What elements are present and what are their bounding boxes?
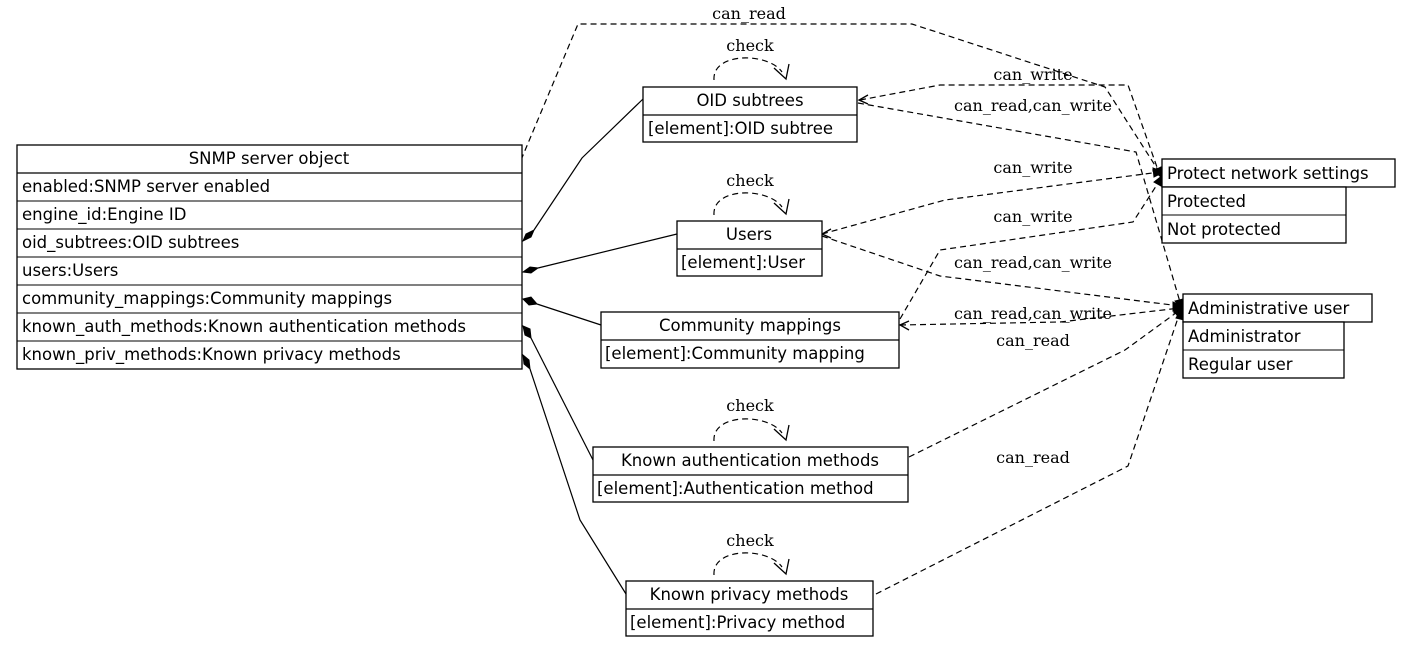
node-field: [element]:Community mapping [605,344,865,363]
edge-label-users-can-write: can_write [993,158,1072,177]
node-known-authentication-methods[interactable]: Known authentication methods [element]:A… [592,446,909,503]
node-community-mappings[interactable]: Community mappings [element]:Community m… [600,311,900,369]
edge-label-auth-check: check [726,396,774,415]
node-field: Not protected [1167,220,1281,239]
node-title: Known authentication methods [621,451,879,470]
node-field: oid_subtrees:OID subtrees [22,233,239,253]
self-loop-auth-check [713,418,790,442]
node-field: Regular user [1188,355,1293,374]
node-field: Protected [1167,192,1246,211]
edge-label-community-can-read-write: can_read,can_write [954,304,1112,323]
node-title: Users [726,225,772,244]
edge-label-community-can-write: can_write [993,207,1072,226]
self-loop-oid-check [713,57,790,81]
edge-labels: can_read check can_write can_read,can_wr… [712,4,1112,550]
self-loop-users-check [713,192,790,216]
self-loop-priv-check [713,552,790,576]
edge-label-oid-check: check [726,36,774,55]
node-oid-subtrees[interactable]: OID subtrees [element]:OID subtree [642,86,858,143]
users-can-read-write-edge [821,235,1186,312]
node-field: community_mappings:Community mappings [22,289,392,309]
composition-edge-auth-methods [522,325,594,461]
node-field: known_priv_methods:Known privacy methods [22,345,401,365]
node-title: Known privacy methods [650,585,849,604]
edge-label-users-can-read-write: can_read,can_write [954,253,1112,272]
edge-label-priv-can-read: can_read [996,448,1070,467]
edge-label-oid-can-write: can_write [993,65,1072,84]
node-field: engine_id:Engine ID [22,205,187,225]
users-can-write-edge [820,167,1166,239]
node-field: [element]:OID subtree [648,119,833,138]
node-field: users:Users [22,261,118,280]
node-field: [element]:User [681,253,805,272]
node-protect-network-settings[interactable]: Protect network settings Protected Not p… [1161,158,1396,244]
node-field: [element]:Privacy method [630,613,845,632]
node-known-privacy-methods[interactable]: Known privacy methods [element]:Privacy … [625,580,874,637]
node-users[interactable]: Users [element]:User [676,220,823,277]
node-title: Administrative user [1188,299,1350,318]
node-title: SNMP server object [189,149,350,168]
node-field: known_auth_methods:Known authentication … [22,317,466,337]
composition-edge-users [521,233,678,274]
edge-label-priv-check: check [726,531,774,550]
node-title: Community mappings [659,316,841,335]
node-title: Protect network settings [1167,164,1369,183]
composition-edge-community-mappings [522,296,602,326]
edge-label-users-check: check [726,171,774,190]
edge-label-snmp-can-read: can_read [712,4,786,23]
edge-label-oid-can-read-write: can_read,can_write [954,96,1112,115]
node-title: OID subtrees [696,91,803,110]
node-field: Administrator [1188,327,1301,346]
composition-edge-priv-methods [522,353,627,595]
node-administrative-user[interactable]: Administrative user Administrator Regula… [1182,293,1373,379]
community-can-write-edge [899,173,1164,320]
node-field: [element]:Authentication method [597,479,874,498]
edge-label-auth-can-read: can_read [996,331,1070,350]
node-field: enabled:SNMP server enabled [22,177,270,196]
composition-edge-oid-subtrees [522,98,644,243]
node-snmp-server-object[interactable]: SNMP server object enabled:SNMP server e… [16,144,523,370]
